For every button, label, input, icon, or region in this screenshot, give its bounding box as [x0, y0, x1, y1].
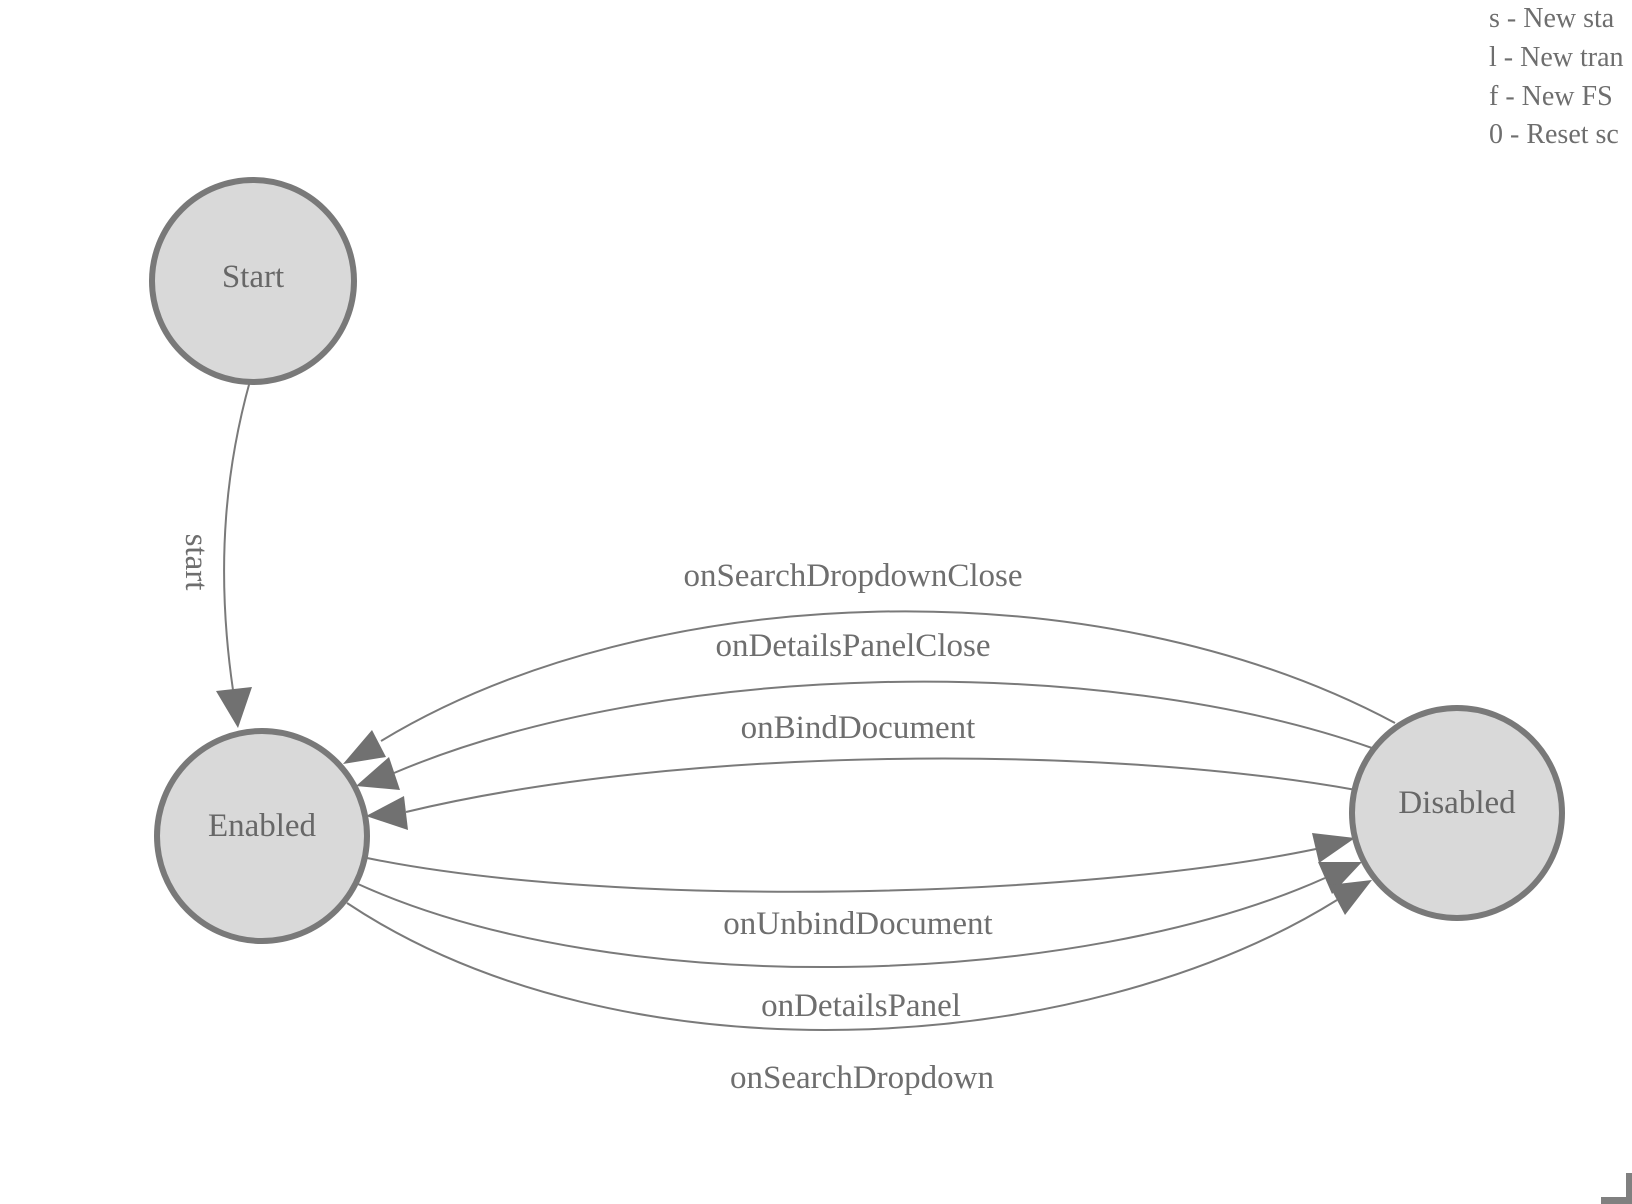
- arrowhead-icon: [1312, 833, 1355, 863]
- edge-onSearchDropdown-path[interactable]: [346, 899, 1338, 1031]
- edge-label-onSearchDropdown[interactable]: onSearchDropdown: [730, 1060, 994, 1096]
- state-circle-disabled[interactable]: [1349, 705, 1565, 921]
- edge-label-onBindDocument[interactable]: onBindDocument: [741, 710, 976, 746]
- edge-onDetailsPanel[interactable]: onDetailsPanel: [357, 862, 1362, 1024]
- state-label-start: Start: [222, 259, 284, 295]
- edge-onUnbindDocument[interactable]: onUnbindDocument: [366, 833, 1355, 942]
- edge-start-path[interactable]: [223, 380, 251, 691]
- state-label-disabled: Disabled: [1398, 785, 1516, 821]
- state-node-start[interactable]: Start: [149, 177, 357, 385]
- legend-line: s - New sta: [1489, 3, 1615, 34]
- edge-label-onDetailsPanel[interactable]: onDetailsPanel: [761, 988, 961, 1024]
- edge-onBindDocument-path[interactable]: [405, 757, 1357, 813]
- edge-onSearchDropdownClose-path[interactable]: [380, 610, 1396, 742]
- edge-onDetailsPanelClose[interactable]: onDetailsPanelClose: [356, 628, 1373, 790]
- state-label-enabled: Enabled: [208, 808, 317, 844]
- edge-label-onUnbindDocument[interactable]: onUnbindDocument: [723, 906, 992, 942]
- arrowhead-icon: [366, 796, 408, 830]
- edge-onDetailsPanel-path[interactable]: [357, 877, 1326, 969]
- arrowhead-icon: [216, 687, 252, 728]
- edge-onSearchDropdownClose[interactable]: onSearchDropdownClose: [343, 558, 1396, 764]
- legend-line: l - New tran: [1489, 42, 1624, 73]
- legend-line: f - New FS: [1489, 81, 1613, 112]
- legend-line: 0 - Reset sc: [1489, 119, 1619, 150]
- arrowhead-icon: [1318, 862, 1362, 894]
- state-circle-enabled[interactable]: [154, 728, 370, 944]
- edge-start[interactable]: start: [178, 380, 252, 728]
- arrowhead-icon: [356, 757, 400, 790]
- edge-onDetailsPanelClose-path[interactable]: [393, 680, 1373, 774]
- state-circle-start[interactable]: [149, 177, 357, 385]
- canvas-border-corner-icon: [1601, 1173, 1632, 1204]
- edge-label-onSearchDropdownClose[interactable]: onSearchDropdownClose: [683, 558, 1022, 594]
- edge-onBindDocument[interactable]: onBindDocument: [366, 710, 1357, 830]
- arrowhead-icon: [1329, 880, 1372, 915]
- edge-label-onDetailsPanelClose[interactable]: onDetailsPanelClose: [716, 628, 991, 664]
- arrowhead-icon: [343, 730, 386, 764]
- legend: s - New sta l - New tran f - New FS 0 - …: [1489, 3, 1624, 150]
- edge-label-start[interactable]: start: [178, 534, 214, 591]
- edge-onSearchDropdown[interactable]: onSearchDropdown: [346, 880, 1372, 1096]
- state-node-disabled[interactable]: Disabled: [1349, 705, 1565, 921]
- state-node-enabled[interactable]: Enabled: [154, 728, 370, 944]
- edge-onUnbindDocument-path[interactable]: [366, 848, 1317, 893]
